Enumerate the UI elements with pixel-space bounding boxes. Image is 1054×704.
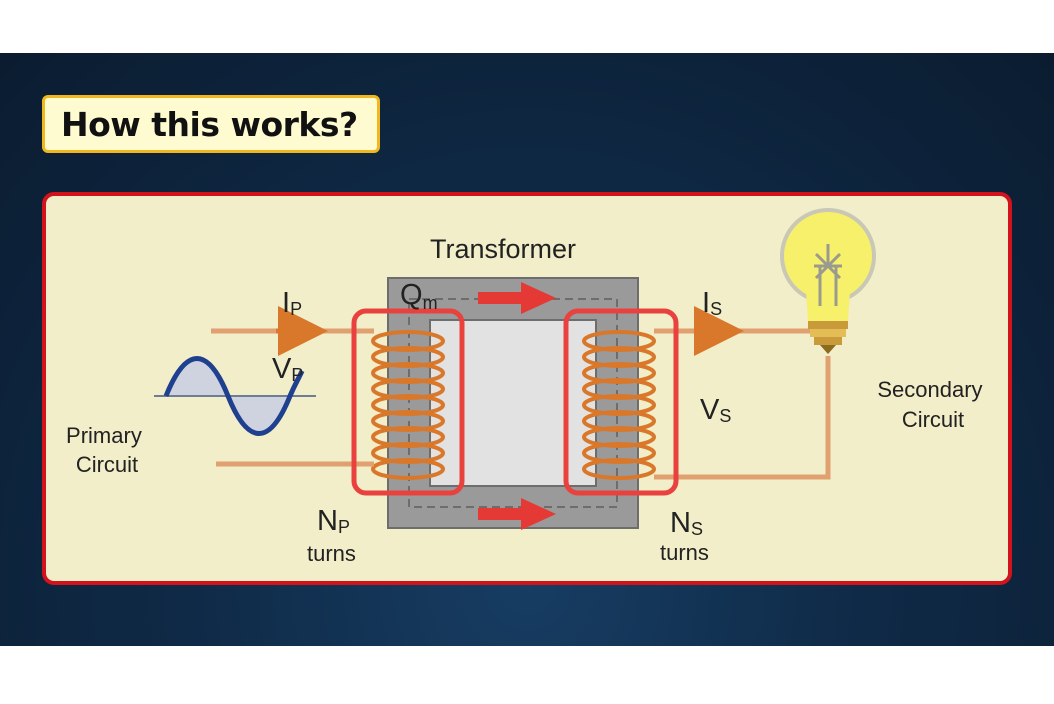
secondary-voltage-subscript: S <box>719 406 731 426</box>
primary-turns-symbol: N <box>317 505 338 537</box>
secondary-circuit-line1: Secondary <box>877 377 982 402</box>
secondary-turns-subscript: S <box>691 519 703 539</box>
primary-coil-highlight <box>351 308 465 496</box>
primary-circuit-line1: Primary <box>66 423 142 448</box>
primary-wires <box>211 306 374 467</box>
secondary-circuit-line2: Circuit <box>902 407 964 432</box>
primary-voltage-subscript: P <box>291 365 303 385</box>
light-bulb-icon <box>780 208 876 354</box>
secondary-coil-highlight <box>563 308 679 496</box>
title-box: How this works? <box>42 95 380 153</box>
primary-coil <box>371 330 445 480</box>
ac-source-icon <box>154 356 316 436</box>
secondary-current-symbol: I <box>702 287 710 319</box>
flux-label: Qm <box>400 279 438 313</box>
flux-symbol: Q <box>400 279 423 311</box>
flux-subscript: m <box>423 293 438 313</box>
primary-current-label: IP <box>282 287 302 319</box>
secondary-voltage-symbol: V <box>700 394 720 426</box>
secondary-circuit-label: Secondary Circuit <box>877 377 988 432</box>
primary-circuit-label: Primary Circuit <box>66 423 148 477</box>
flux-arrow-top <box>478 282 556 314</box>
secondary-turns-label: NS <box>670 507 703 539</box>
primary-turns-label: NP <box>317 505 350 537</box>
primary-turns-subscript: P <box>338 517 350 537</box>
secondary-coil <box>582 330 656 480</box>
secondary-current-subscript: S <box>710 299 722 319</box>
slide-title: How this works? <box>61 104 358 144</box>
transformer-diagram: Transformer Qm IP VP Primary Circuit NP … <box>42 192 1012 585</box>
primary-current-subscript: P <box>290 299 302 319</box>
transformer-label: Transformer <box>430 234 576 264</box>
diagram-canvas: Transformer Qm IP VP Primary Circuit NP … <box>66 208 988 566</box>
secondary-turns-symbol: N <box>670 507 691 539</box>
primary-circuit-line2: Circuit <box>76 452 138 477</box>
flux-arrow-bottom <box>478 498 556 530</box>
secondary-turns-word: turns <box>660 540 709 565</box>
primary-current-symbol: I <box>282 287 290 319</box>
primary-turns-word: turns <box>307 541 356 566</box>
secondary-current-label: IS <box>702 287 722 319</box>
secondary-wires <box>654 306 831 480</box>
primary-voltage-symbol: V <box>272 353 292 385</box>
secondary-voltage-label: VS <box>700 394 731 426</box>
primary-voltage-label: VP <box>272 353 303 385</box>
